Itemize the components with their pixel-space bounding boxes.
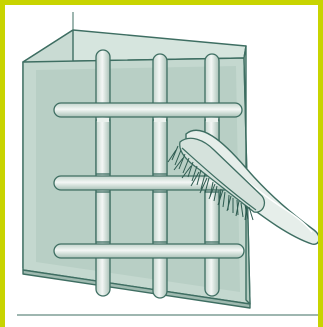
rebar-horizontal bbox=[54, 103, 242, 117]
rebar-horizontal bbox=[54, 244, 244, 258]
